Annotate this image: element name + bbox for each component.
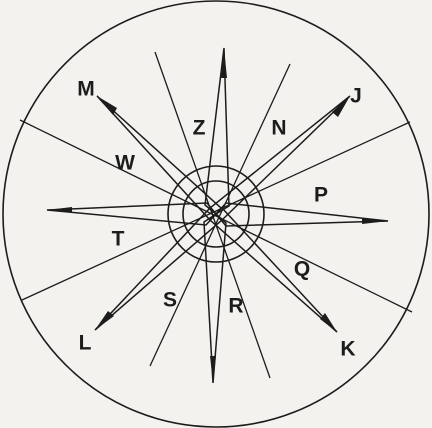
- label-l: L: [79, 332, 92, 355]
- label-m: M: [77, 78, 95, 101]
- radial-line-2: [150, 64, 290, 366]
- star-points: [47, 48, 388, 383]
- label-z: Z: [193, 117, 206, 140]
- label-t: T: [112, 228, 125, 251]
- label-k: K: [340, 338, 355, 361]
- label-r: R: [228, 295, 243, 318]
- label-s: S: [163, 289, 177, 312]
- radial-line-3: [20, 120, 412, 312]
- label-w: W: [115, 152, 135, 175]
- label-n: N: [271, 117, 286, 140]
- star-point-northeast: [210, 96, 350, 220]
- star-point-southwest: [95, 208, 222, 330]
- tip-south: [210, 356, 216, 383]
- tip-northwest: [97, 96, 117, 115]
- tip-southwest: [95, 311, 114, 330]
- label-j: J: [350, 85, 362, 108]
- label-q: Q: [294, 258, 310, 281]
- star-point-west: [47, 203, 216, 225]
- radial-line-4: [22, 122, 410, 300]
- tip-northeast: [332, 96, 350, 117]
- label-p: P: [314, 184, 328, 207]
